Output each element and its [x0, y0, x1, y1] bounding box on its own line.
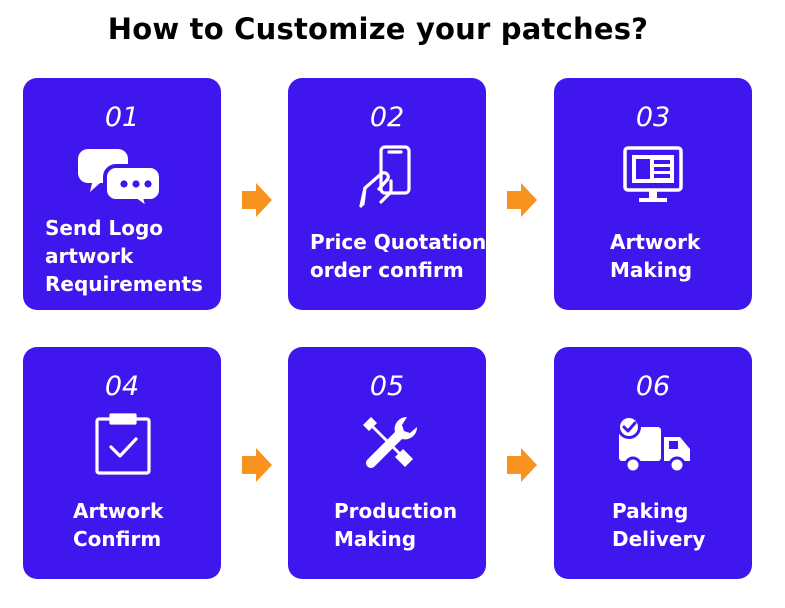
step-card-03: 03 Artwork Making	[554, 78, 752, 310]
delivery-truck-icon	[617, 415, 690, 474]
page-title: How to Customize your patches?	[107, 12, 649, 46]
step-number: 01	[104, 102, 140, 133]
step-card-01: 01 Send Logo artwork Requirements	[23, 78, 221, 310]
step-label: Artwork Making	[610, 230, 701, 282]
step-label: Send Logo artwork Requirements	[45, 216, 203, 296]
step-number: 04	[104, 371, 140, 402]
wrench-screwdriver-icon	[363, 416, 418, 468]
monitor-icon	[623, 146, 683, 202]
step-card-06: 06 Paking Delivery	[554, 347, 752, 579]
clipboard-check-icon	[95, 413, 151, 475]
step-number: 05	[369, 371, 405, 402]
step-card-04: 04 Artwork Confirm	[23, 347, 221, 579]
step-number: 03	[635, 102, 671, 133]
step-number: 06	[635, 371, 671, 402]
step-card-05: 05 Production Making	[288, 347, 486, 579]
step-label: Artwork Confirm	[73, 499, 164, 551]
arrow-right-icon	[507, 448, 537, 482]
arrow-right-icon	[242, 183, 272, 217]
step-label: Price Quotation order confirm	[310, 230, 487, 282]
step-number: 02	[369, 102, 405, 133]
step-label: Production Making	[334, 499, 458, 551]
arrow-right-icon	[507, 183, 537, 217]
arrow-right-icon	[242, 448, 272, 482]
step-card-02: 02 Price Quotation order confirm	[288, 78, 486, 310]
hand-holding-phone-icon	[359, 145, 411, 208]
chat-bubbles-icon	[78, 149, 163, 208]
step-label: Paking Delivery	[612, 499, 706, 551]
